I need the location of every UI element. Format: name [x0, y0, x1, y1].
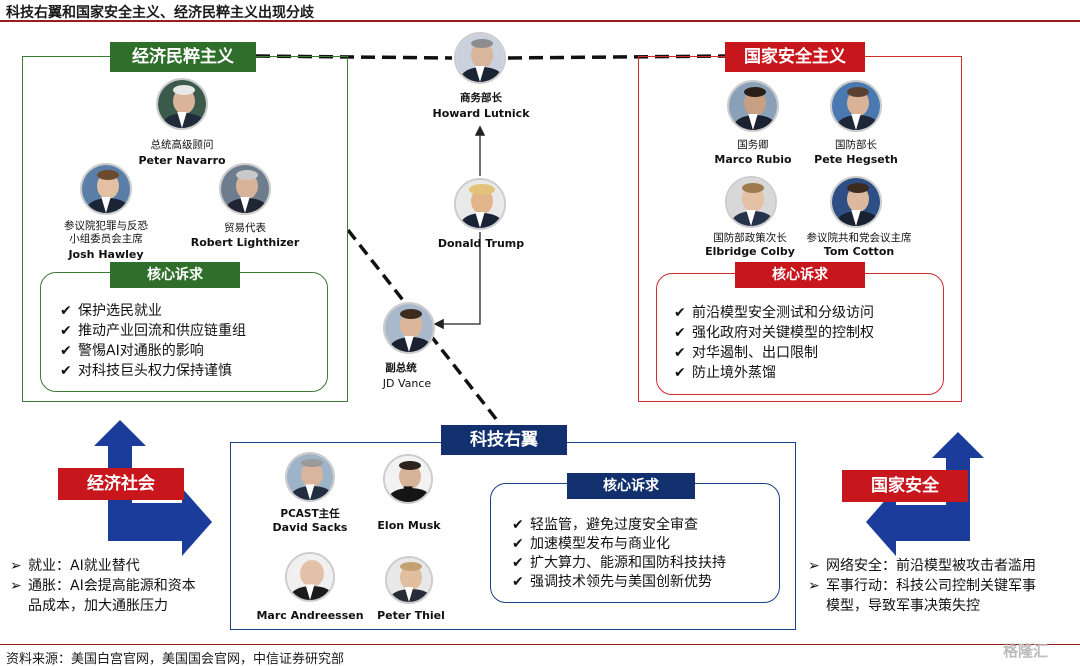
econ-demands-list: ✔保护选民就业 ✔推动产业回流和供应链重组 ✔警惕AI对通胀的影响 ✔对科技巨头… — [60, 301, 246, 381]
thiel-name: Peter Thiel — [377, 609, 445, 622]
hegseth-role: 国防部长 — [835, 139, 877, 151]
navarro-role: 总统高级顾问 — [150, 139, 214, 151]
andreessen-photo — [285, 552, 335, 602]
lighthizer-name: Robert Lighthizer — [190, 236, 300, 249]
thiel-photo — [385, 556, 433, 604]
rubio-role: 国务卿 — [737, 139, 769, 151]
colby-photo — [725, 176, 777, 228]
list-item: ➢军事行动：科技公司控制关键军事 — [808, 578, 1036, 594]
list-item: ✔推动产业回流和供应链重组 — [60, 323, 246, 339]
list-item: ✔警惕AI对通胀的影响 — [60, 343, 204, 359]
vance-photo — [383, 302, 435, 354]
list-item: 模型，导致军事决策失控 — [826, 598, 980, 614]
musk-photo — [383, 454, 433, 504]
lighthizer-photo — [219, 163, 271, 215]
list-item: ✔轻监管，避免过度安全审查 — [512, 517, 698, 533]
natsec-side-list: ➢网络安全：前沿模型被攻击者滥用 ➢军事行动：科技公司控制关键军事 模型，导致军… — [808, 556, 1036, 616]
list-item: ✔前沿模型安全测试和分级访问 — [674, 305, 874, 321]
lutnick-photo — [454, 32, 506, 84]
footer-rule — [0, 644, 1080, 645]
list-item: ✔防止境外蒸馏 — [674, 365, 776, 381]
trump-name: Donald Trump — [437, 237, 525, 250]
list-item: ✔保护选民就业 — [60, 303, 162, 319]
vance-name: JD Vance — [382, 377, 432, 390]
lutnick-name: Howard Lutnick — [432, 107, 530, 120]
tech-demands-list: ✔轻监管，避免过度安全审查 ✔加速模型发布与商业化 ✔扩大算力、能源和国防科技扶… — [512, 516, 726, 592]
figure-title: 科技右翼和国家安全主义、经济民粹主义出现分歧 — [6, 5, 314, 21]
hawley-photo — [80, 163, 132, 215]
navarro-name: Peter Navarro — [138, 154, 226, 167]
lighthizer-role: 贸易代表 — [224, 222, 266, 234]
econ-society-list: ➢就业：AI就业替代 ➢通胀：AI会提高能源和资本 品成本，加大通胀压力 — [10, 556, 196, 616]
sacks-role: PCAST主任 — [280, 508, 340, 520]
hegseth-name: Pete Hegseth — [814, 153, 898, 166]
source-note: 资料来源：美国白宫官网，美国国会官网，中信证券研究部 — [6, 652, 345, 666]
list-item: 品成本，加大通胀压力 — [28, 598, 168, 614]
andreessen-name: Marc Andreessen — [256, 609, 364, 622]
watermark-logo: 格隆汇 — [1003, 642, 1049, 660]
list-item: ✔扩大算力、能源和国防科技扶持 — [512, 555, 726, 571]
natsec-side-tag: 国家安全 — [842, 470, 968, 502]
list-item: ➢通胀：AI会提高能源和资本 — [10, 578, 196, 594]
list-item: ✔强化政府对关键模型的控制权 — [674, 325, 874, 341]
trump-photo — [454, 178, 506, 230]
hegseth-photo — [830, 80, 882, 132]
list-item: ➢网络安全：前沿模型被攻击者滥用 — [808, 558, 1036, 574]
navarro-photo — [156, 78, 208, 130]
vance-role: 副总统 — [385, 362, 417, 374]
national-security-tag: 国家安全主义 — [725, 42, 865, 72]
cotton-photo — [830, 176, 882, 228]
tech-right-tag: 科技右翼 — [441, 425, 567, 455]
colby-name: Elbridge Colby — [705, 245, 795, 258]
econ-society-arrow — [94, 420, 212, 556]
econ-core-demands-tag: 核心诉求 — [110, 262, 240, 288]
hawley-name: Josh Hawley — [68, 248, 144, 261]
list-item: ✔加速模型发布与商业化 — [512, 536, 670, 552]
natsec-demands-list: ✔前沿模型安全测试和分级访问 ✔强化政府对关键模型的控制权 ✔对华遏制、出口限制… — [674, 303, 874, 383]
musk-name: Elon Musk — [377, 519, 441, 532]
sacks-name: David Sacks — [272, 521, 348, 534]
list-item: ✔对科技巨头权力保持谨慎 — [60, 363, 232, 379]
colby-role: 国防部政策次长 — [713, 232, 787, 244]
list-item: ✔强调技术领先与美国创新优势 — [512, 574, 712, 590]
hawley-role: 参议院犯罪与反恐 小组委员会主席 — [64, 220, 148, 245]
cotton-name: Tom Cotton — [823, 245, 895, 258]
rubio-photo — [727, 80, 779, 132]
title-rule — [0, 20, 1080, 22]
natsec-core-demands-tag: 核心诉求 — [735, 262, 865, 288]
econ-society-tag: 经济社会 — [58, 468, 184, 500]
tech-core-demands-tag: 核心诉求 — [567, 473, 695, 499]
list-item: ✔对华遏制、出口限制 — [674, 345, 818, 361]
list-item: ➢就业：AI就业替代 — [10, 558, 140, 574]
cotton-role: 参议院共和党会议主席 — [806, 232, 912, 244]
sacks-photo — [285, 452, 335, 502]
arrow-trump-vance — [433, 232, 481, 330]
rubio-name: Marco Rubio — [714, 153, 792, 166]
econ-populism-tag: 经济民粹主义 — [110, 42, 256, 72]
lutnick-role: 商务部长 — [460, 92, 502, 104]
